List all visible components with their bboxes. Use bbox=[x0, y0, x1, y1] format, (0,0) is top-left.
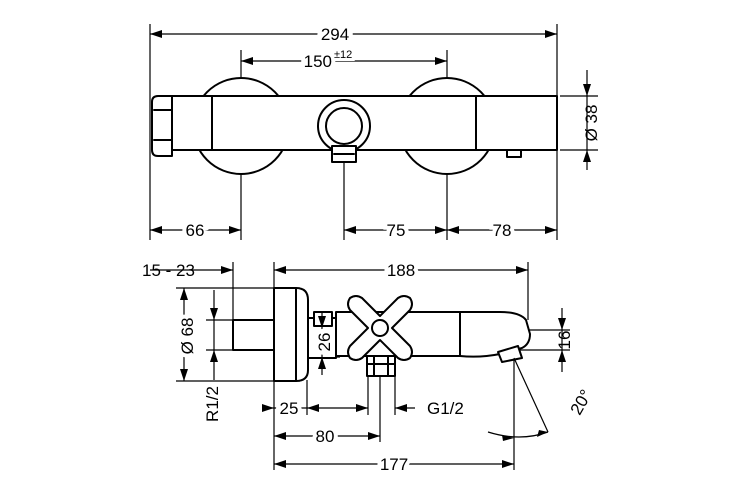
svg-text:150: 150 bbox=[304, 52, 332, 71]
dim-axle-distance: 150 ±12 bbox=[300, 46, 356, 75]
dim-spout-angle: 20° bbox=[567, 386, 596, 418]
top-view: 294 150 ±12 66 75 78 Ø 38 bbox=[149, 21, 601, 244]
dim-body-diameter: Ø 38 bbox=[582, 105, 601, 142]
outlet-nut bbox=[366, 355, 396, 377]
dim-outlet-offset: 75 bbox=[387, 221, 406, 240]
side-view: 15 - 23 188 Ø 68 26 16 R1/2 25 G1/2 80 1… bbox=[142, 257, 596, 478]
dim-outlet-distance: 80 bbox=[316, 427, 335, 446]
inlet-connector bbox=[232, 319, 275, 351]
dim-left-offset: 66 bbox=[186, 221, 205, 240]
side-rosette bbox=[273, 287, 309, 382]
svg-text:±12: ±12 bbox=[334, 49, 352, 61]
dim-spout-height: 16 bbox=[555, 331, 574, 350]
dim-inlet-thread: R1/2 bbox=[203, 386, 222, 422]
dim-outlet-thread: G1/2 bbox=[427, 399, 464, 418]
dim-overall-width: 294 bbox=[321, 25, 349, 44]
temperature-handle bbox=[151, 95, 173, 157]
dim-spout-reach: 177 bbox=[380, 455, 408, 474]
dim-side-width: 188 bbox=[387, 261, 415, 280]
dim-rosette-diameter: Ø 68 bbox=[178, 318, 197, 355]
dim-inlet-offset: 25 bbox=[280, 399, 299, 418]
dim-inlet-height: 26 bbox=[315, 333, 334, 352]
dim-wall-gap: 15 - 23 bbox=[142, 261, 195, 280]
cross-handle bbox=[347, 295, 413, 361]
dim-right-offset: 78 bbox=[493, 221, 512, 240]
